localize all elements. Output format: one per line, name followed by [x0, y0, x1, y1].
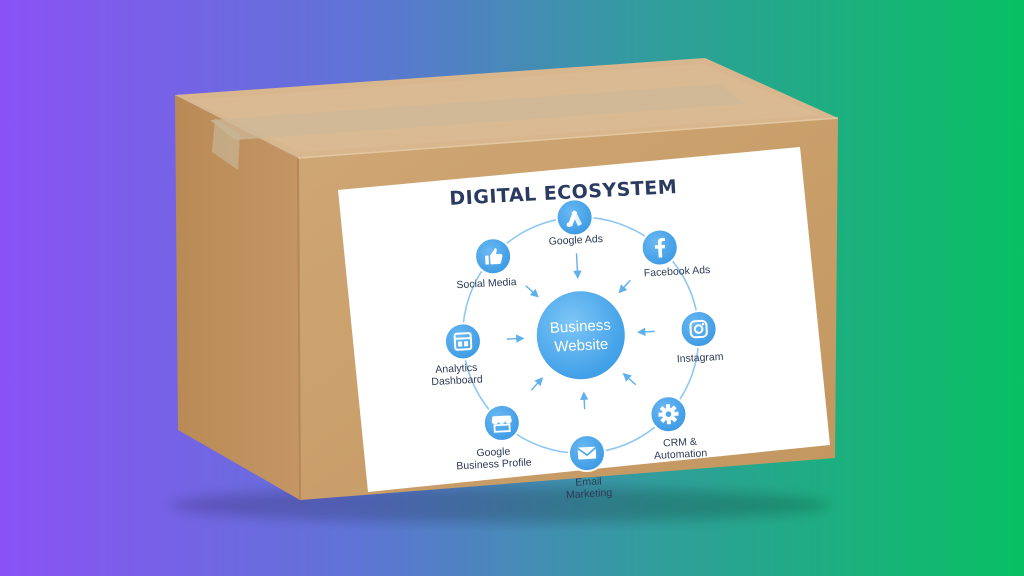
arrow-email-marketing	[579, 391, 589, 410]
box-top-edge	[297, 117, 839, 159]
box-shadow	[170, 487, 830, 523]
gear-icon	[658, 404, 679, 425]
node-label-social-media-1: Social Media	[456, 276, 517, 291]
facebook-icon	[654, 237, 666, 258]
node-label-crm-automation-2: Automation	[654, 447, 708, 462]
node-label-instagram-1: Instagram	[677, 351, 725, 365]
node-facebook-ads: Facebook Ads	[640, 228, 711, 279]
arrow-facebook-ads	[618, 279, 631, 294]
arrow-google-ads	[573, 253, 582, 279]
node-label-google-business-profile-1: Google	[476, 446, 511, 460]
node-label-analytics-dashboard-1: Analytics	[435, 362, 478, 376]
packing-tape	[210, 84, 745, 140]
dashboard-icon	[453, 332, 473, 351]
instagram-icon	[689, 319, 708, 339]
ecosystem-diagram: DIGITAL ECOSYSTEM Business Website Googl…	[431, 176, 725, 501]
node-google-ads: Google Ads	[548, 198, 603, 248]
center-line-1: Business	[550, 317, 612, 337]
node-label-google-ads-1: Google Ads	[548, 233, 603, 248]
node-circle-analytics-dashboard	[443, 322, 482, 361]
google-ads-icon	[566, 210, 582, 228]
center-hub	[536, 291, 625, 380]
envelope-icon	[577, 446, 597, 460]
node-label-crm-automation-1: CRM &	[663, 436, 697, 450]
center-line-2: Website	[554, 336, 609, 356]
arrow-analytics-dashboard	[506, 334, 525, 343]
arrow-crm-automation	[622, 372, 637, 386]
node-social-media: Social Media	[456, 237, 517, 291]
node-label-email-marketing-1: Email	[575, 475, 602, 488]
node-crm-automation: CRM &Automation	[649, 395, 708, 462]
node-label-google-business-profile-2: Business Profile	[456, 456, 532, 472]
connector-arrows	[506, 253, 655, 410]
thumbs-up-icon	[485, 248, 503, 265]
node-instagram: Instagram	[677, 310, 725, 365]
node-label-facebook-ads-1: Facebook Ads	[643, 264, 710, 279]
node-label-analytics-dashboard-2: Dashboard	[431, 373, 483, 388]
box-edge	[297, 157, 301, 501]
tape-flap	[212, 118, 240, 170]
arrow-instagram	[637, 327, 655, 337]
arrow-social-media	[525, 285, 539, 298]
storefront-icon	[491, 415, 512, 433]
node-label-email-marketing-2: Marketing	[566, 487, 613, 501]
node-circle-instagram	[679, 310, 718, 349]
box-side-face	[175, 95, 300, 500]
arrow-google-business-profile	[530, 377, 544, 391]
